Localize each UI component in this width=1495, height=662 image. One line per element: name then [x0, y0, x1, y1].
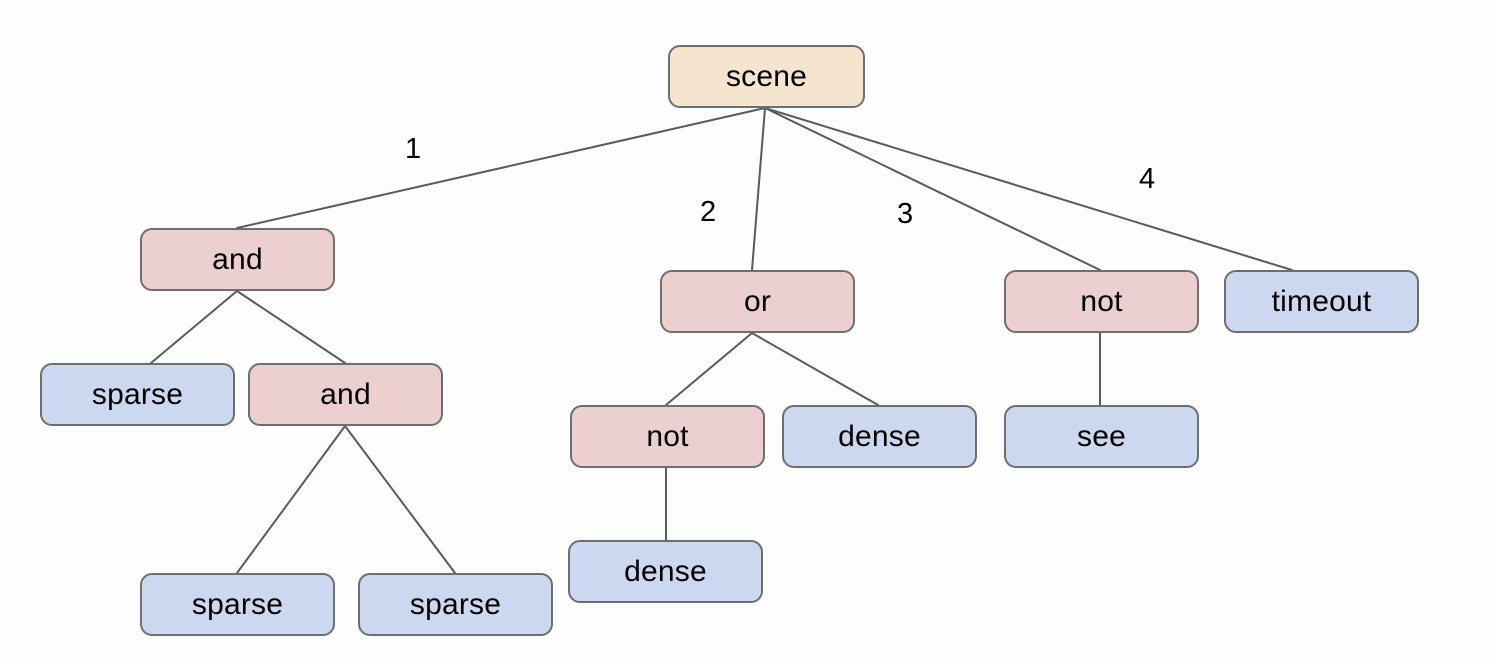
tree-edge	[236, 107, 766, 229]
tree-edge	[236, 425, 346, 574]
tree-node-label: not	[646, 419, 689, 453]
tree-edge	[344, 425, 456, 574]
tree-node-label: timeout	[1271, 284, 1372, 318]
tree-edge	[751, 332, 879, 406]
edge-label-4: 4	[1139, 163, 1156, 195]
tree-node-label: not	[1080, 284, 1123, 318]
tree-edge	[764, 107, 1101, 271]
tree-node-label: sparse	[91, 377, 184, 411]
tree-node-timeout1[interactable]: timeout	[1224, 270, 1419, 333]
tree-node-dense1[interactable]: dense	[782, 405, 977, 468]
tree-node-label: or	[743, 284, 772, 318]
tree-node-label: and	[212, 242, 263, 276]
tree-node-label: sparse	[409, 587, 502, 621]
tree-edge	[150, 290, 238, 364]
tree-node-not2[interactable]: not	[570, 405, 765, 468]
tree-node-label: and	[320, 377, 371, 411]
tree-node-label: see	[1077, 419, 1126, 453]
tree-node-label: sparse	[191, 587, 284, 621]
tree-node-sparse1[interactable]: sparse	[40, 363, 235, 426]
tree-node-label: dense	[624, 554, 707, 588]
tree-node-and1[interactable]: and	[140, 228, 335, 291]
tree-node-and2[interactable]: and	[248, 363, 443, 426]
tree-node-see1[interactable]: see	[1004, 405, 1199, 468]
tree-node-sparse3[interactable]: sparse	[358, 573, 553, 636]
edge-label-3: 3	[897, 198, 914, 230]
tree-node-or1[interactable]: or	[660, 270, 855, 333]
edge-label-2: 2	[700, 196, 717, 228]
tree-node-label: scene	[725, 59, 808, 93]
tree-node-scene[interactable]: scene	[668, 45, 865, 108]
edge-label-1: 1	[405, 133, 422, 165]
tree-node-not1[interactable]: not	[1004, 270, 1199, 333]
tree-node-sparse2[interactable]: sparse	[140, 573, 335, 636]
tree-edge	[236, 290, 346, 364]
tree-edge	[665, 332, 753, 406]
tree-node-label: dense	[838, 419, 921, 453]
tree-edge	[751, 107, 766, 271]
tree-node-dense2[interactable]: dense	[568, 540, 763, 603]
tree-edge	[764, 107, 1293, 271]
